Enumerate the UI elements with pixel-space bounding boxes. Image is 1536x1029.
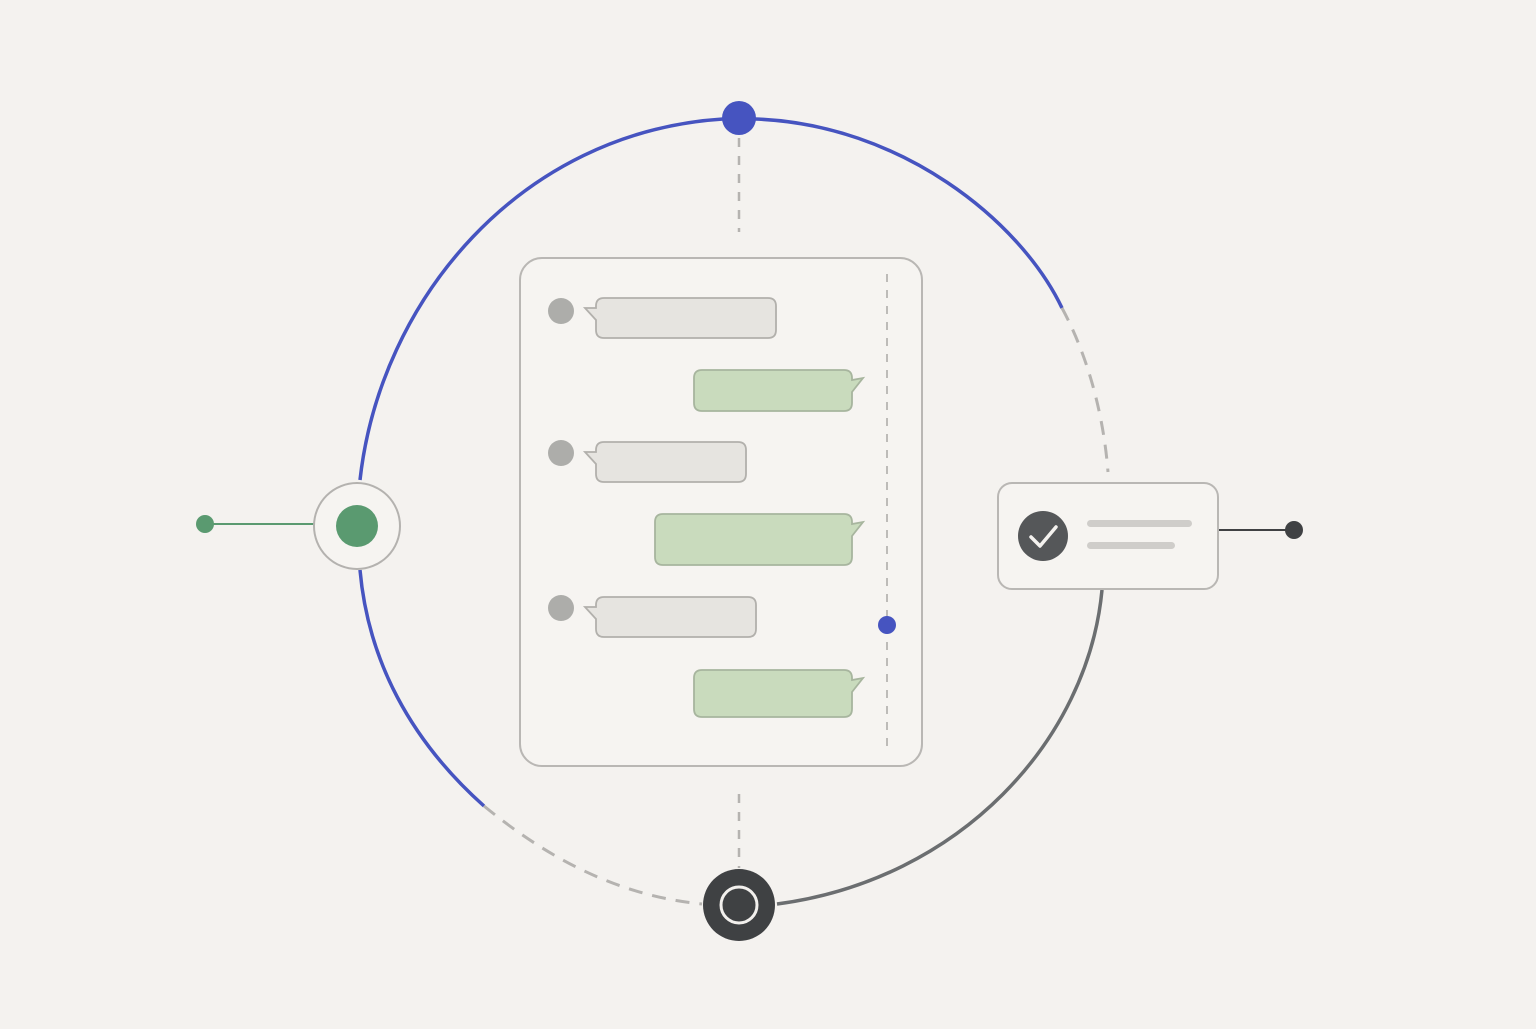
avatar <box>548 440 574 466</box>
message-incoming-2 <box>548 440 747 483</box>
timeline-marker[interactable] <box>878 616 896 634</box>
arc-top-right-dashed <box>1060 307 1110 473</box>
avatar <box>548 298 574 324</box>
top-node[interactable] <box>722 101 756 135</box>
left-node-core <box>336 505 378 547</box>
message-outgoing-2 <box>654 513 866 566</box>
checkmark-icon <box>1018 511 1068 561</box>
right-external-dot[interactable] <box>1285 521 1303 539</box>
arc-top-left <box>358 117 724 481</box>
left-external-dot[interactable] <box>196 515 214 533</box>
avatar <box>548 595 574 621</box>
card-text-line-2 <box>1087 542 1175 549</box>
message-incoming-3 <box>548 595 757 638</box>
card-text-line-1 <box>1087 520 1192 527</box>
message-outgoing-3 <box>693 669 866 718</box>
chat-panel <box>519 257 923 767</box>
arc-left-bottom-dashed <box>483 804 703 906</box>
bottom-node-ring <box>719 885 759 925</box>
arc-top-right-solid <box>754 117 1064 309</box>
left-node[interactable] <box>313 482 401 570</box>
arc-left-bottom-solid <box>358 569 486 808</box>
bottom-node[interactable] <box>703 869 775 941</box>
arc-right-bottom <box>776 589 1104 906</box>
status-card[interactable] <box>997 482 1219 590</box>
message-outgoing-1 <box>693 369 866 412</box>
message-incoming-1 <box>548 297 777 339</box>
